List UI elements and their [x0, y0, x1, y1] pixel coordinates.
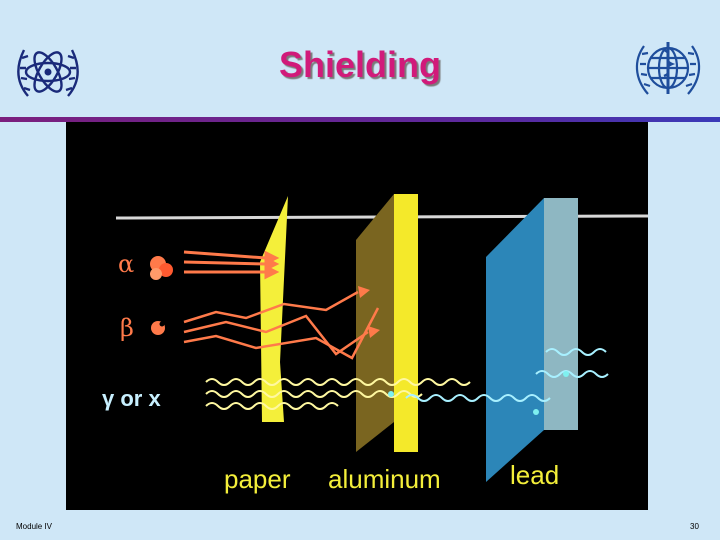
lead-label: lead	[510, 460, 559, 490]
world-health-logo-icon	[635, 42, 701, 95]
module-footer: Module IV	[16, 522, 53, 531]
beta-rays	[183, 290, 380, 360]
aluminum-panel	[356, 194, 418, 452]
header-divider	[0, 117, 720, 122]
beta-symbol: β	[120, 314, 134, 342]
alpha-rays	[183, 250, 280, 280]
shielding-diagram: α β γ or x pape	[66, 122, 648, 510]
alpha-symbol: α	[118, 250, 134, 278]
beta-particle-icon	[151, 321, 165, 335]
gamma-interaction-points	[388, 371, 569, 415]
gamma-label: γ or x	[102, 386, 161, 411]
beta-arrowheads	[358, 286, 380, 338]
aluminum-label: aluminum	[328, 464, 441, 494]
page-number: 30	[690, 522, 699, 531]
gamma-rays	[205, 348, 609, 410]
slide-title: Shielding	[279, 44, 441, 85]
paper-label: paper	[224, 464, 291, 494]
atom-logo-icon	[17, 49, 79, 97]
alpha-particle-icon	[150, 256, 173, 280]
